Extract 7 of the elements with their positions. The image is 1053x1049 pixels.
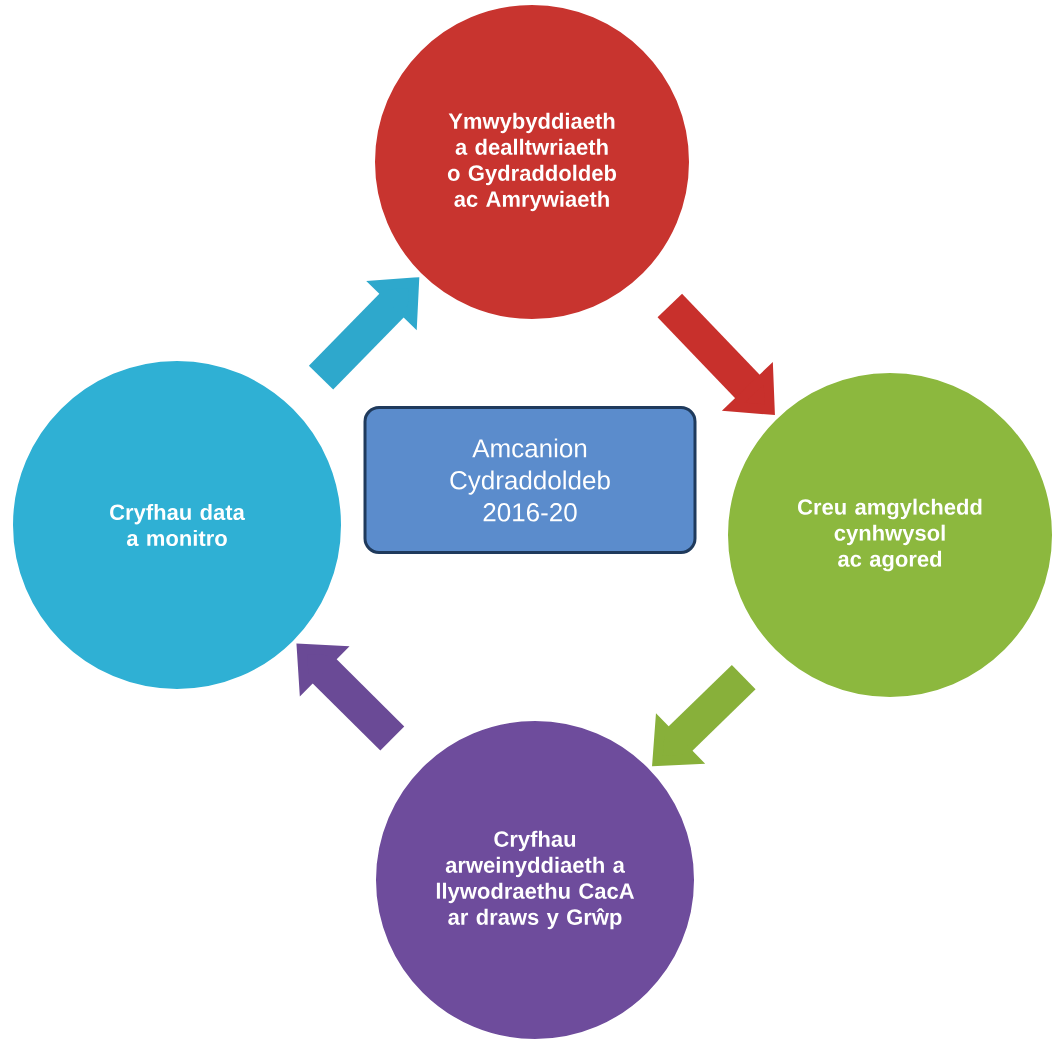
circle-node: Cryfhau data a monitro [11, 359, 343, 691]
circle-node: Creu amgylchedd cynhwysol ac agored [726, 371, 1053, 699]
title-box: Amcanion Cydraddoldeb 2016-20 [363, 406, 697, 554]
block-arrow [296, 643, 405, 751]
block-arrow [308, 277, 420, 390]
circle-node: Ymwybyddiaeth a dealltwriaeth o Gydraddoldeb ac Amrywiaeth [373, 3, 691, 321]
circle-node: Cryfhau arweinyddiaeth a llywodraethu CacA ar draws y Grŵp [374, 719, 696, 1041]
